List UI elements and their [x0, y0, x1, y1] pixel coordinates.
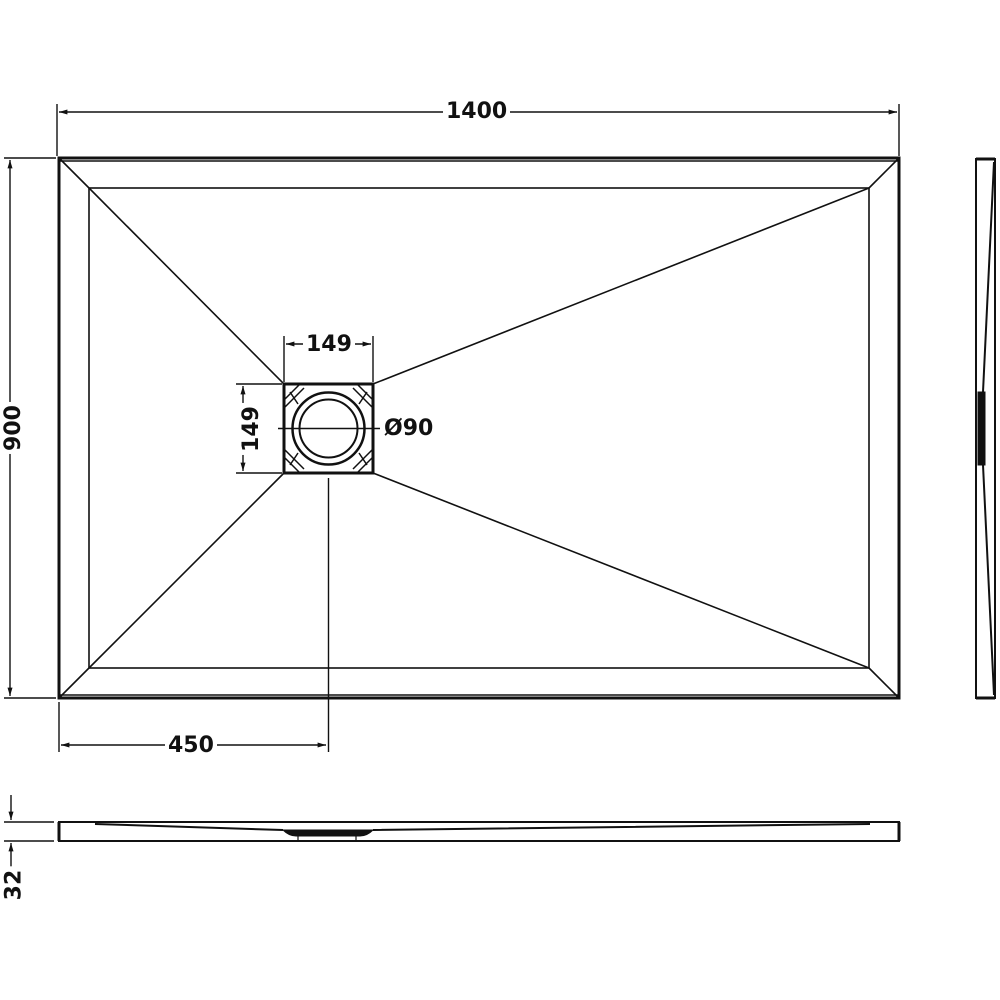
waste-height-label: 149: [239, 403, 264, 455]
waste-diameter-label: Ø90: [381, 418, 437, 440]
plan-view: [57, 156, 901, 700]
side-elevation: [975, 157, 996, 700]
waste-outlet: [278, 382, 380, 752]
waste-width-label: 149: [303, 334, 355, 356]
length-dimension-label: 1400: [443, 101, 511, 123]
width-dimension-label: 900: [1, 402, 26, 454]
waste-offset-label: 450: [165, 735, 217, 757]
dimension-lines: [4, 104, 900, 868]
front-elevation: [57, 821, 901, 842]
tray-height-label: 32: [1, 866, 26, 904]
